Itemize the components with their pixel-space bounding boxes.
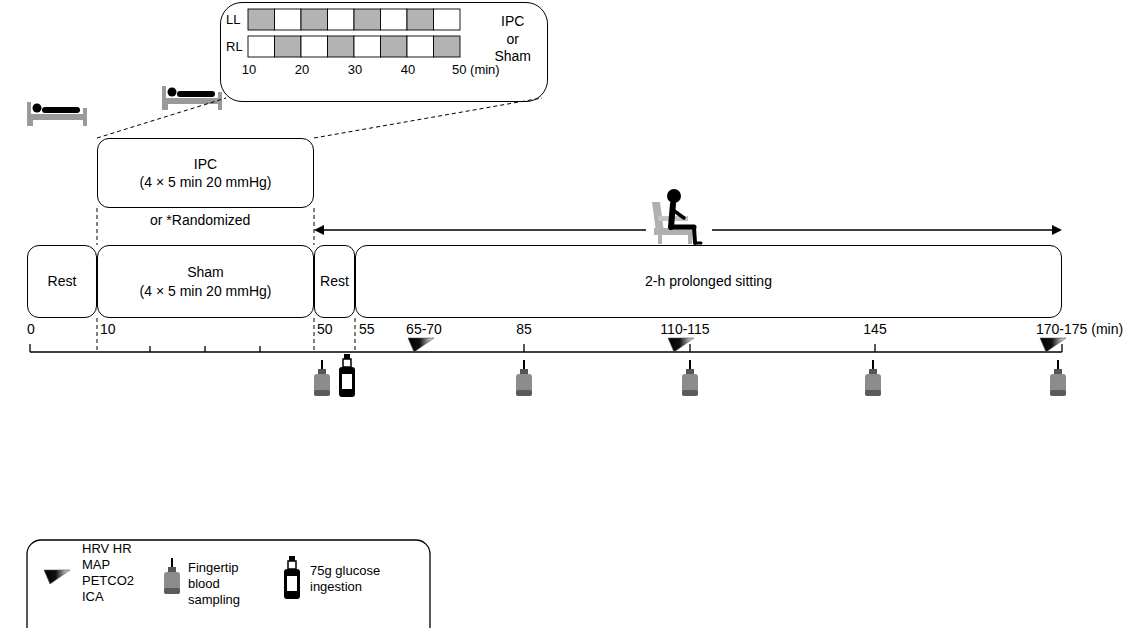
zoom-detail-box: IPC or Sham — [220, 2, 548, 102]
time-axis-label: 50 — [317, 321, 333, 338]
condition-box: IPC(4 × 5 min 20 mmHg) — [97, 138, 314, 208]
legend-blood-sampling-sample — [164, 558, 180, 594]
time-axis-label: 65-70 — [406, 321, 442, 338]
legend-text: Fingertip blood sampling — [188, 560, 240, 608]
bed-icon — [162, 86, 222, 110]
legend-bottle-sample — [284, 556, 300, 599]
blood-sampling-icon — [314, 360, 1066, 396]
rest-box: Rest — [27, 245, 97, 318]
box-text: IPC — [194, 155, 217, 173]
legend-text: 75g glucose ingestion — [310, 563, 396, 595]
randomization-note: or *Randomized — [150, 212, 250, 229]
time-tick-label: 30 — [348, 62, 362, 78]
box-text: Rest — [48, 272, 77, 290]
compression-grid-ll — [248, 9, 460, 30]
glucose-bottle-icon — [339, 354, 355, 397]
time-axis — [30, 344, 1062, 352]
time-axis-label: 0 — [27, 321, 35, 338]
box-text: IPC or Sham — [494, 13, 531, 66]
compression-grid-rl — [248, 36, 460, 57]
period-double-arrow — [314, 225, 1062, 235]
time-axis-label: 145 — [863, 321, 886, 338]
measurement-marker — [408, 338, 1066, 352]
box-text: Rest — [320, 272, 349, 290]
time-axis-label: 55 — [359, 321, 375, 338]
box-text: Sham — [187, 263, 224, 281]
sitting-figure-icon — [652, 189, 701, 244]
time-axis-label: 85 — [516, 321, 532, 338]
time-tick-label: 20 — [295, 62, 309, 78]
box-text: (4 × 5 min 20 mmHg) — [140, 282, 272, 300]
rest-box: Rest — [314, 245, 355, 318]
leg-label: LL — [226, 12, 240, 28]
time-tick-label: 50 (min) — [452, 62, 500, 78]
legend-frame — [27, 540, 430, 628]
box-text: 2-h prolonged sitting — [645, 272, 772, 290]
sitting-period-box: 2-h prolonged sitting — [355, 245, 1062, 318]
zoom-connector — [97, 98, 542, 138]
leg-label: RL — [226, 39, 243, 55]
dashed-separator — [97, 208, 355, 352]
time-axis-label: 10 — [100, 321, 116, 338]
bed-icon — [27, 102, 87, 126]
condition-box: Sham(4 × 5 min 20 mmHg) — [97, 245, 314, 318]
legend-text: HRV HR MAP PETCO2 ICA — [82, 541, 134, 605]
time-tick-label: 40 — [401, 62, 415, 78]
legend-marker-sample — [44, 570, 70, 584]
time-tick-label: 10 — [242, 62, 256, 78]
box-text: (4 × 5 min 20 mmHg) — [140, 173, 272, 191]
time-axis-label: 170-175 (min) — [1036, 321, 1123, 338]
time-axis-label: 110-115 — [660, 321, 709, 338]
